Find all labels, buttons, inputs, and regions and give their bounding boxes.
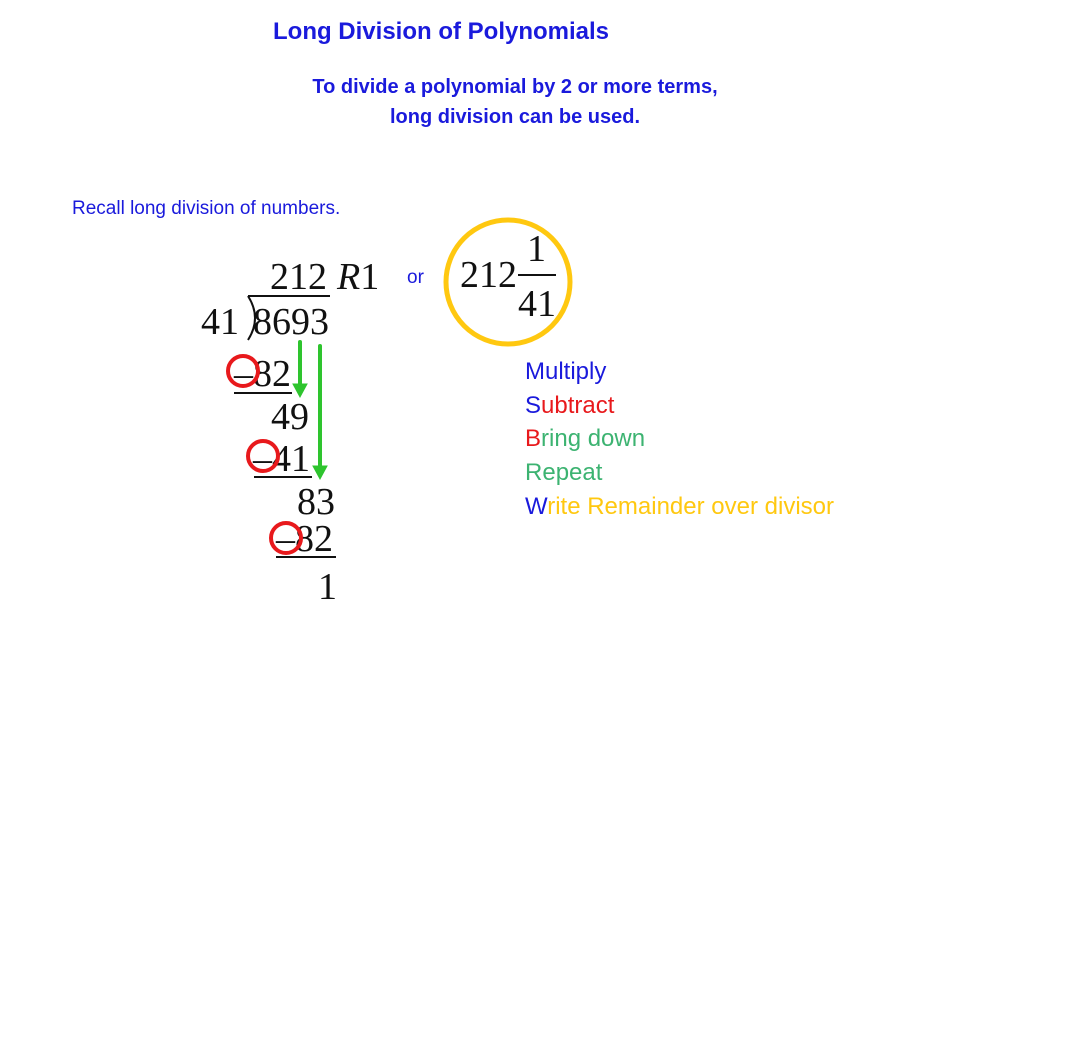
divisor: 41 bbox=[201, 301, 239, 343]
page-subtitle-line-1: To divide a polynomial by 2 or more term… bbox=[312, 76, 718, 98]
remainder-value: 1 bbox=[360, 256, 380, 298]
quotient: 212 bbox=[270, 256, 327, 298]
step-subtract: Subtract bbox=[525, 392, 615, 419]
remainder-letter: R bbox=[337, 256, 361, 298]
remainder-label: R1 bbox=[337, 258, 379, 296]
page-title: Long Division of Polynomials bbox=[273, 18, 610, 45]
step-bring-down: Bring down bbox=[525, 425, 646, 452]
or-connector: or bbox=[407, 267, 424, 288]
mixed-number-numerator: 1 bbox=[527, 228, 546, 270]
circle-highlight-icon bbox=[269, 521, 303, 555]
step1-difference: 49 bbox=[271, 396, 309, 438]
circle-highlight-icon bbox=[246, 439, 280, 473]
step-write-remainder: Write Remainder over divisor bbox=[525, 493, 834, 520]
step2-difference: 83 bbox=[297, 481, 335, 523]
arrow-down-icon bbox=[312, 344, 328, 481]
recall-text: Recall long division of numbers. bbox=[72, 198, 341, 219]
dividend: 8693 bbox=[253, 301, 329, 343]
step-multiply: Multiply bbox=[525, 358, 607, 385]
arrow-down-icon bbox=[292, 340, 308, 399]
division-bracket bbox=[247, 295, 256, 341]
circle-highlight-icon bbox=[226, 354, 260, 388]
final-remainder: 1 bbox=[318, 566, 337, 608]
circle-highlight-icon bbox=[443, 217, 573, 347]
step-repeat: Repeat bbox=[525, 459, 603, 486]
mixed-number-whole: 212 bbox=[460, 254, 517, 296]
page-subtitle-line-2: long division can be used. bbox=[389, 106, 641, 128]
mixed-number-denominator: 41 bbox=[518, 283, 556, 325]
